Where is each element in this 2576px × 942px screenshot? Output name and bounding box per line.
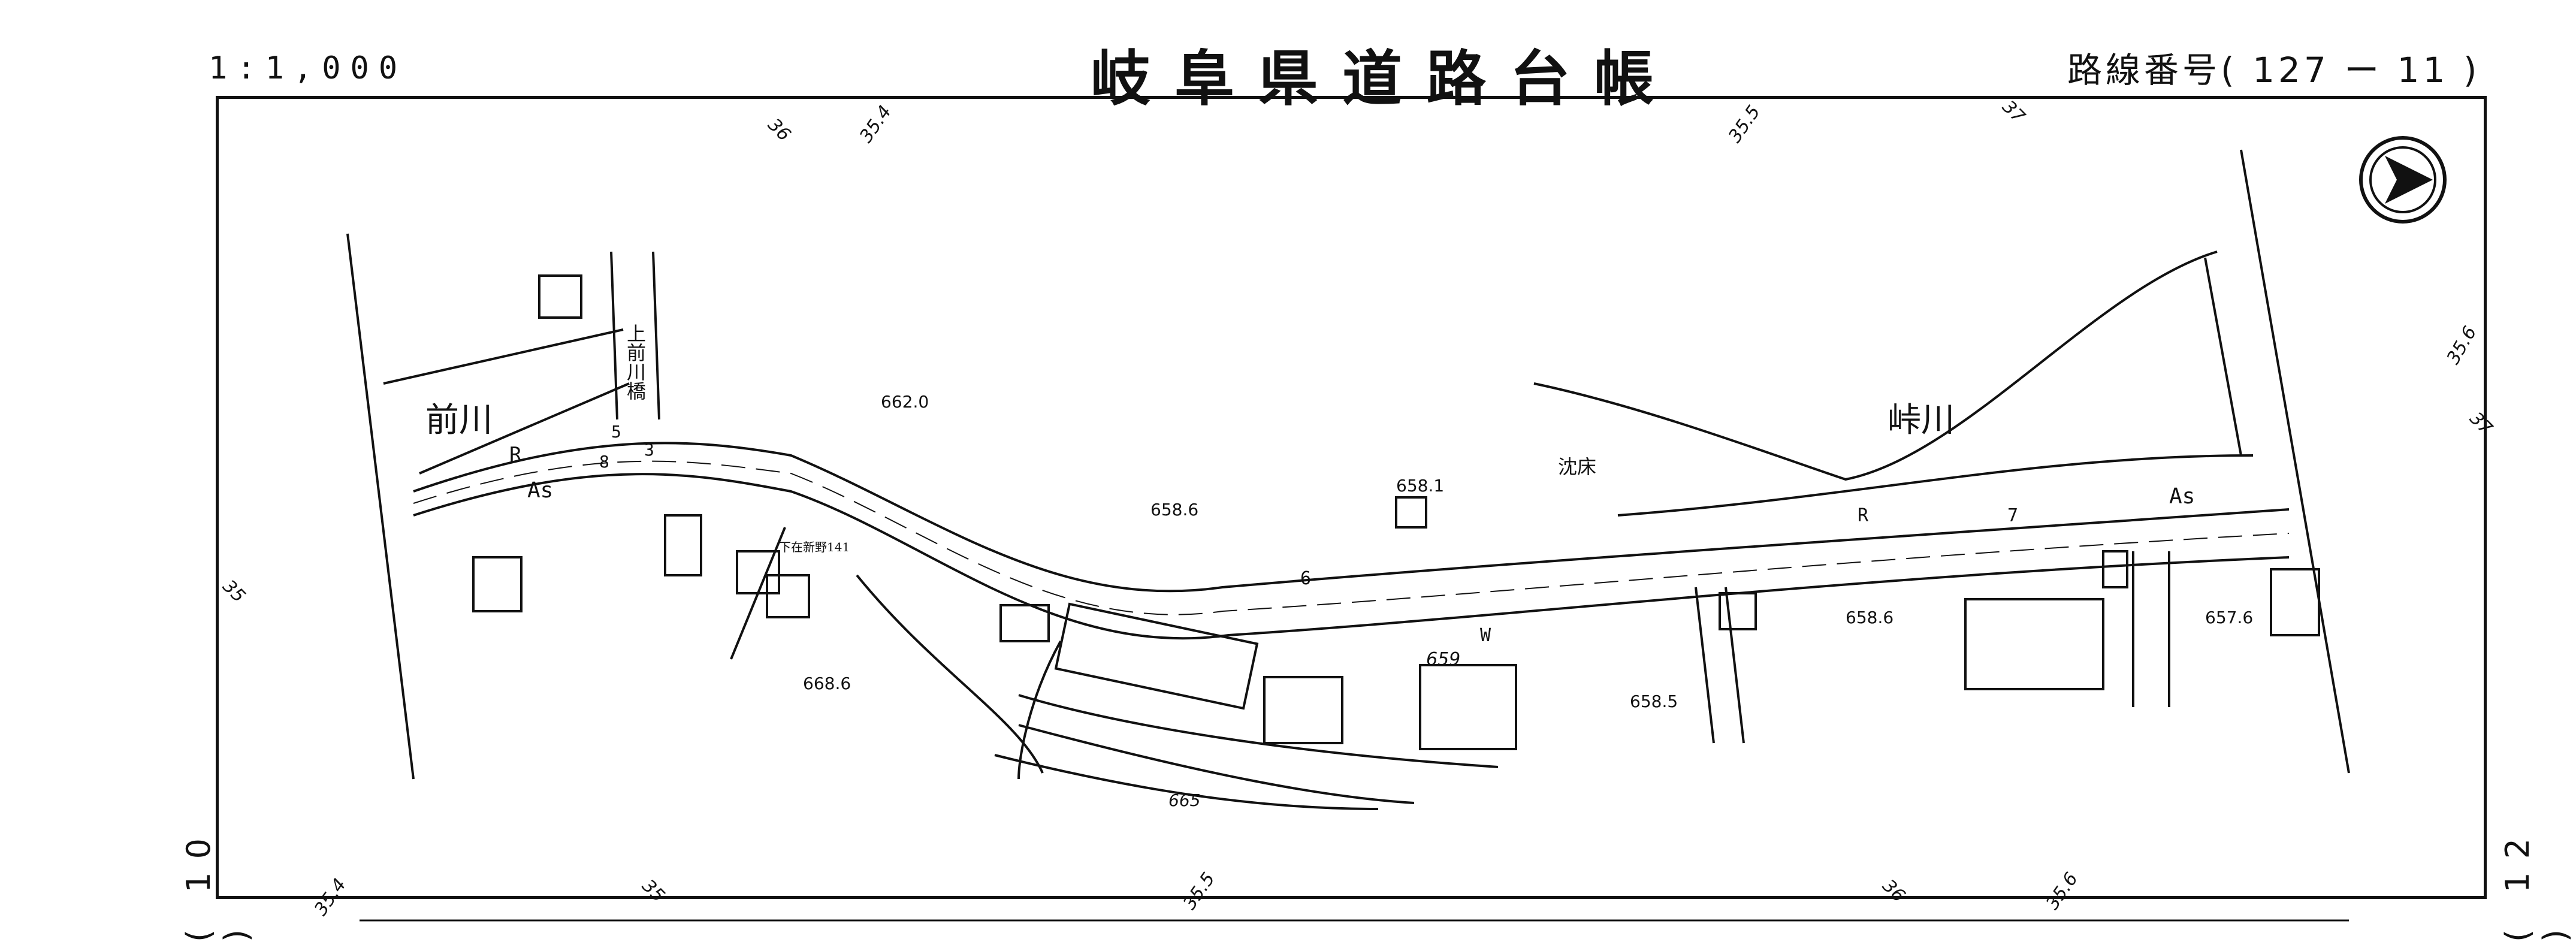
spot-height: 657.6	[2205, 608, 2253, 627]
section-number-5: 5	[611, 422, 621, 442]
station-label: 35.5	[1179, 869, 1219, 914]
section-number-6: 6	[1300, 568, 1311, 589]
asphalt-label: As	[527, 478, 553, 503]
road-surface-label: R	[509, 443, 522, 467]
station-label: 37	[1998, 96, 2029, 128]
benchmark-label: 下在新野141	[779, 540, 850, 554]
station-label: 35.5	[1725, 102, 1765, 147]
spot-height: 658.6	[1150, 500, 1198, 520]
station-label: 35.4	[856, 102, 896, 147]
station-label: 35.6	[2443, 323, 2481, 368]
page-title: 岐阜県道路台帳	[1091, 43, 1678, 114]
spot-height: 668.6	[803, 674, 851, 693]
route-number: 路線番号( 127 ー 11 )	[2067, 50, 2481, 90]
map-frame	[216, 96, 2487, 899]
section-number-8: 8	[599, 452, 609, 472]
river-bed-label: 沈床	[1558, 455, 1596, 478]
station-label: 35.6	[2042, 869, 2082, 914]
spot-height: 658.5	[1630, 692, 1678, 711]
water-label: W	[1480, 625, 1491, 646]
contour-label: 659	[1426, 649, 1460, 670]
spot-height: 658.6	[1846, 608, 1894, 627]
maekawa-river-label: 前川	[425, 401, 493, 440]
station-label: 36	[1878, 875, 1909, 907]
section-number-7: 7	[2007, 505, 2018, 526]
station-label: 37	[2465, 408, 2496, 439]
section-number-3: 3	[644, 440, 654, 460]
spot-height: 662.0	[881, 392, 929, 412]
spot-height: 658.1	[1396, 476, 1444, 496]
north-arrow-icon	[2359, 136, 2447, 224]
station-label: 36	[763, 114, 795, 146]
bridge-label: 上前川橋	[624, 324, 647, 400]
toge-river-label: 峠川	[1888, 401, 1955, 440]
map-scale: 1:1,000	[209, 50, 407, 86]
contour-label: 665	[1168, 790, 1200, 810]
station-label: 35.4	[310, 875, 351, 920]
station-label: 35	[218, 576, 249, 607]
road-surface-label-east: R	[1858, 505, 1869, 526]
asphalt-label-east: As	[2169, 484, 2195, 509]
station-label: 35	[638, 875, 669, 907]
